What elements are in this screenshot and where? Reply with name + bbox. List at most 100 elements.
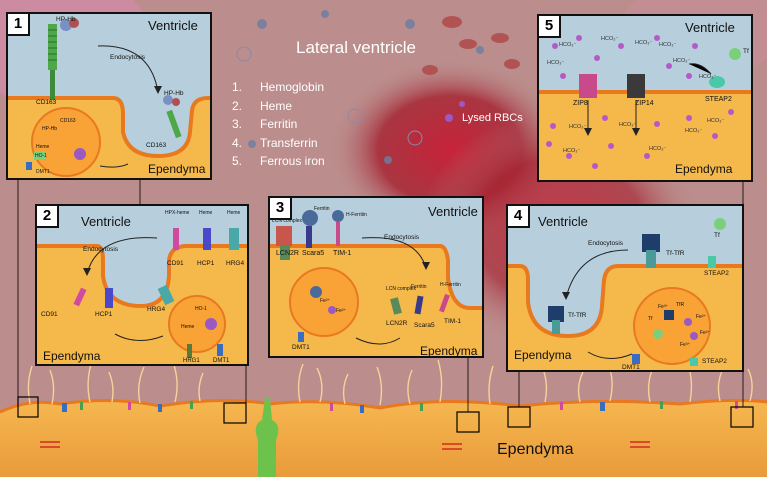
inset-marker-1 xyxy=(17,396,39,418)
panel-1-endocytosis: Endocytosis xyxy=(110,54,146,61)
legend-item: 3. Ferritin xyxy=(232,117,325,136)
legend-item-label: Heme xyxy=(260,98,293,113)
panel-5-hco3-7: HCO₃⁻ xyxy=(699,74,717,80)
panel-4-tfr: TfR xyxy=(676,302,685,308)
legend-item: 2. Heme xyxy=(232,99,325,118)
panel-4-transferrin: 4 Ventricle Ependyma Tf Tf-TfR STEAP2 En… xyxy=(506,204,744,372)
panel-2-heme-inside: Heme xyxy=(181,324,195,330)
panel-1-hp-hb-top: HP-Hb xyxy=(56,16,76,23)
panel-2-ventricle-label: Ventricle xyxy=(81,214,131,229)
panel-3-lcn-complex-top: LCN complex xyxy=(272,218,303,224)
panel-5-hco3-10: HCO₃⁻ xyxy=(685,128,703,134)
panel-4-endocytosis: Endocytosis xyxy=(588,240,624,247)
panel-3-tim1-top: TIM-1 xyxy=(333,250,352,257)
panel-1-cd163-left: CD163 xyxy=(36,99,57,106)
legend-item-label: Ferritin xyxy=(260,117,298,131)
panel-3-dmt1: DMT1 xyxy=(292,344,310,351)
panel-5-hco3-12: HCO₃⁻ xyxy=(649,146,667,152)
legend-item-number: 3. xyxy=(232,117,243,131)
panel-5-steap2: STEAP2 xyxy=(705,96,732,103)
panel-4-steap2-inside: STEAP2 xyxy=(702,358,727,365)
panel-3-fe2-a: Fe²⁺ xyxy=(320,298,331,304)
panel-2-hrg1: HRG1 xyxy=(183,358,200,364)
panel-5-ventricle-label: Ventricle xyxy=(685,20,735,35)
panel-2-dmt1: DMT1 xyxy=(213,358,230,364)
panel-5-hco3-6: HCO₃⁻ xyxy=(673,58,691,64)
panel-5-hco3-4: HCO₃⁻ xyxy=(659,42,677,48)
legend-item-number: 1. xyxy=(232,80,243,94)
panel-3-fe2-b: Fe²⁺ xyxy=(336,308,347,314)
panel-2-hrg4-inside: HRG4 xyxy=(147,306,166,313)
panel-4-tf: Tf xyxy=(714,232,720,239)
panel-5-hco3-3: HCO₃⁻ xyxy=(635,40,653,46)
legend-item-number: 4. xyxy=(232,135,243,150)
panel-1-heme-inside: Heme xyxy=(36,144,50,150)
panel-2-heme-b: Heme xyxy=(227,210,241,216)
panel-5-number: 5 xyxy=(539,16,561,38)
panel-3-h-ferritin-inside: H-Ferritin xyxy=(440,282,461,288)
panel-3-lcn2r-top: LCN2R xyxy=(276,250,299,257)
panel-3-ferritin-top: Ferritin xyxy=(314,206,330,212)
panel-5-hco3-5: HCO₃⁻ xyxy=(547,60,565,66)
panel-5-ferrous-iron: 5 Ventricle Ependyma ZIP8 ZIP14 STEAP2 T… xyxy=(537,14,753,182)
panel-5-hco3-1: HCO₃⁻ xyxy=(559,42,577,48)
panel-2-hpx-heme: HPX-heme xyxy=(165,210,190,216)
panel-5-zip8: ZIP8 xyxy=(573,100,588,107)
panel-2-hrg4-top: HRG4 xyxy=(226,260,245,267)
legend-item: 5. Ferrous iron xyxy=(232,154,325,173)
panel-3-lcn-complex-inside: LCN complex xyxy=(386,286,417,292)
legend-item-label: Transferrin xyxy=(260,135,318,150)
panel-3-scara5-inside: Scara5 xyxy=(414,322,435,329)
panel-5-tf: Tf xyxy=(743,48,749,55)
lysed-rbcs-label: Lysed RBCs xyxy=(462,112,523,124)
panel-3-lcn2r-inside: LCN2R xyxy=(386,320,408,327)
panel-4-fe2-a: Fe²⁺ xyxy=(696,314,707,320)
panel-1-hp-hb-right: HP-Hb xyxy=(164,90,184,97)
inset-marker-5 xyxy=(730,406,754,428)
panel-3-number: 3 xyxy=(270,198,292,220)
panel-4-fe2-b: Fe²⁺ xyxy=(700,330,711,336)
panel-1-number: 1 xyxy=(8,14,30,36)
panel-3-ferritin: 3 Ventricle Ependyma LCN complex Ferriti… xyxy=(268,196,484,358)
panel-4-tf-tfr-inside: Tf-TfR xyxy=(568,312,587,319)
panel-3-scara5-top: Scara5 xyxy=(302,250,325,257)
legend-item: 1.Hemoglobin xyxy=(232,80,325,99)
lateral-ventricle-title: Lateral ventricle xyxy=(296,38,417,57)
panel-4-ventricle-label: Ventricle xyxy=(538,214,588,229)
panel-5-ependyma-label: Ependyma xyxy=(675,162,733,176)
panel-5-zip14: ZIP14 xyxy=(635,100,654,107)
panel-4-tf-tfr-top: Tf-TfR xyxy=(666,250,685,257)
panel-2-ependyma-label: Ependyma xyxy=(43,349,101,363)
legend-item: 4. Transferrin xyxy=(232,136,325,155)
panel-1-ependyma-label: Ependyma xyxy=(148,162,206,176)
panel-2-number: 2 xyxy=(37,206,59,228)
panel-4-fe3-b: Fe³⁺ xyxy=(680,342,691,348)
panel-5-hco3-2: HCO₃⁻ xyxy=(601,36,619,42)
panel-3-ferritin-inside: Ferritin xyxy=(411,284,427,290)
legend-item-number: 2. xyxy=(232,98,243,113)
panel-3-ependyma-label: Ependyma xyxy=(420,344,478,358)
panel-4-steap2-top: STEAP2 xyxy=(704,270,729,277)
panel-4-ependyma-label: Ependyma xyxy=(514,348,572,362)
panel-4-number: 4 xyxy=(508,206,530,228)
panel-3-tim1-inside: TIM-1 xyxy=(444,318,461,325)
panel-5-hco3-8: HCO₃⁻ xyxy=(569,124,587,130)
panel-4-tf-inside: Tf xyxy=(648,316,653,322)
panel-3-ventricle-label: Ventricle xyxy=(428,204,478,219)
panel-1-hp-hb-inside: HP-Hb xyxy=(42,126,58,132)
panel-5-hco3-11: HCO₃⁻ xyxy=(563,148,581,154)
panel-5-hco3-9: HCO₃⁻ xyxy=(619,122,637,128)
panel-3-endocytosis: Endocytosis xyxy=(384,234,420,241)
panel-5-hco3-13: HCO₃⁻ xyxy=(707,118,725,124)
panel-1-ventricle-label: Ventricle xyxy=(148,18,198,33)
panel-1-ho1: HO-1 xyxy=(35,153,47,159)
panel-2-heme: 2 Ventricle Ependyma HPX-heme Heme Heme … xyxy=(35,204,249,366)
panel-2-cd91-inside: CD91 xyxy=(41,311,58,318)
legend-item-label: Ferrous iron xyxy=(260,154,325,168)
panel-2-cd91-top: CD91 xyxy=(167,260,184,267)
panel-1-cd163-right: CD163 xyxy=(146,142,167,149)
panel-1-hemoglobin: 1 Ventricle Ependyma HP-Hb Endocytosis C… xyxy=(6,12,212,180)
legend-item-number: 5. xyxy=(232,154,243,168)
